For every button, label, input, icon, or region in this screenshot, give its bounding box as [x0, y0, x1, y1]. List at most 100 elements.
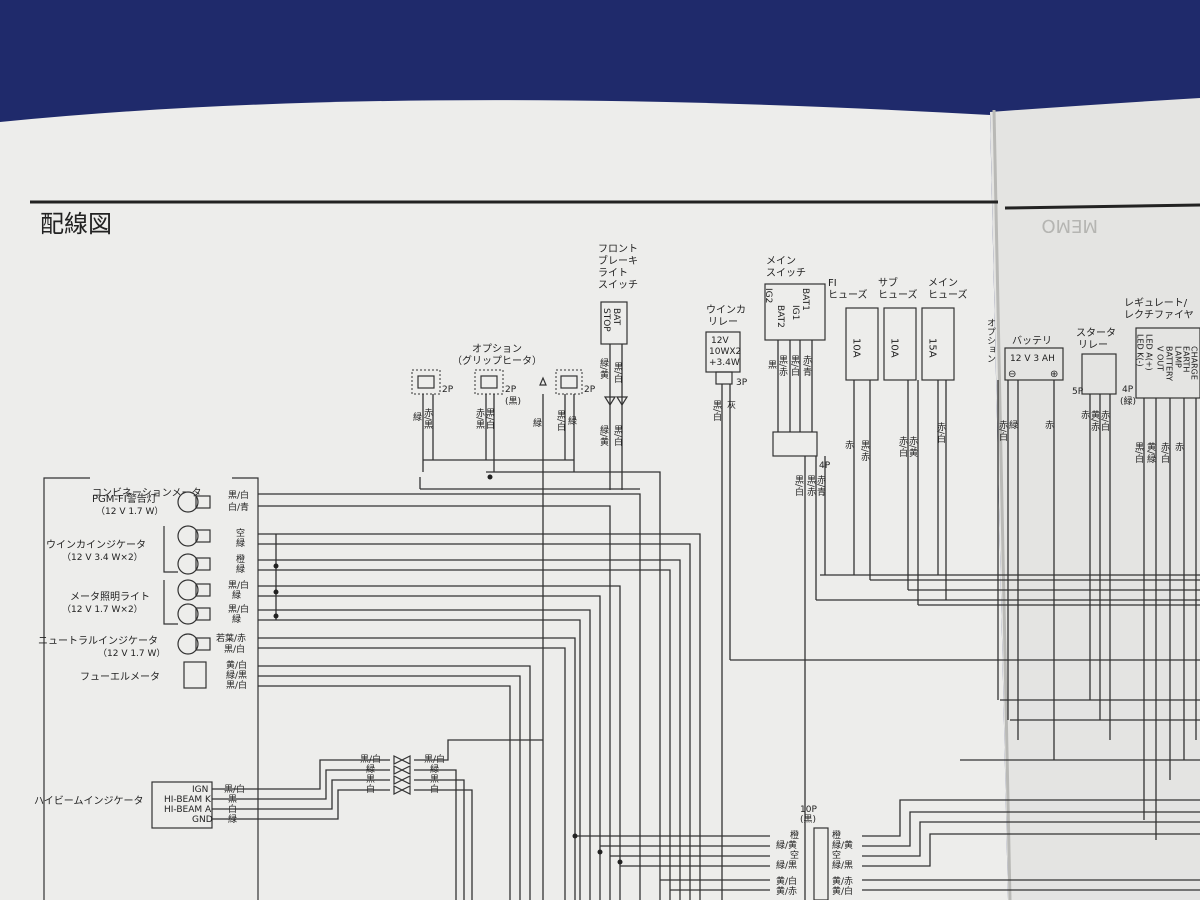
connector-10p: 10P (黒) 橙 緑/黄 空 緑/黒 黄/白 黄/赤 橙 緑/黄 空 緑/黒 … — [572, 699, 1200, 900]
main-switch-terminal-1: IG2 — [763, 288, 773, 303]
memo-label-mirrored: MEMO — [1041, 215, 1098, 236]
main-switch-wire-6: 黒/赤 — [805, 475, 816, 496]
highbeam-wire-r4: 白 — [430, 783, 439, 795]
meter-item-5-wire-1: 黄/白 — [226, 659, 247, 671]
option-wire-2: 赤/黒 — [422, 408, 433, 430]
front-brake-wire-1: 緑/黄 — [598, 357, 609, 380]
meter-item-2-spec: （12 V 3.4 W×2） — [62, 552, 143, 563]
sub-fuse-label-1: サブ — [878, 276, 898, 289]
main-switch-label-1: メイン — [766, 256, 796, 267]
option-wire-4: 黒/白 — [484, 408, 495, 429]
front-brake-wire-4: 黒/白 — [612, 425, 623, 446]
meter-item-1-wire-2: 白/青 — [228, 501, 249, 513]
c10p-right-6: 黄/白 — [832, 885, 853, 897]
regulator-wire-1: 黒/白 — [1133, 442, 1144, 463]
regulator-terminal-5: LAMP — [1174, 346, 1183, 368]
main-switch-body — [764, 283, 826, 341]
highbeam-wire-r2: 緑 — [430, 763, 439, 775]
fuse-group: FI ヒューズ サブ ヒューズ メイン ヒューズ 10A 10A 15A 赤 黒… — [828, 276, 968, 605]
main-switch-terminal-3: IG1 — [790, 305, 800, 320]
c10p-right-2: 緑/黄 — [832, 839, 853, 851]
fi-fuse-label-2: ヒューズ — [828, 288, 868, 301]
highbeam-connector — [393, 755, 411, 795]
option-conn-2-color: (黒) — [505, 396, 521, 407]
regulator-wire-2: 黄/緑 — [1145, 441, 1156, 463]
meter-item-2-wire-4: 緑 — [236, 563, 245, 575]
c10p-left-4: 緑/黒 — [776, 859, 797, 871]
battery-wire-1: 赤/白 — [997, 420, 1008, 441]
battery-minus: ⊖ — [1008, 369, 1016, 380]
c10p-left-3: 空 — [790, 849, 799, 861]
meter-item-3-wire-2: 緑 — [232, 589, 241, 601]
meter-item-1-name: PGM-FI警告灯 — [92, 492, 157, 505]
fi-fuse-body — [845, 307, 879, 381]
main-switch-wire-5: 黒/白 — [793, 475, 804, 496]
sub-fuse-body — [883, 307, 917, 381]
option-right-label: オプション — [985, 318, 996, 363]
sub-fuse-rating: 10A — [889, 338, 900, 358]
combination-meter-title: コンビネーションメータ — [92, 487, 202, 499]
highbeam-body — [151, 781, 213, 829]
regulator-terminal-7: CHARGE — [1190, 346, 1199, 380]
winker-relay-label-1: ウインカ — [706, 304, 746, 316]
front-brake-wire-2: 黒/白 — [612, 362, 623, 383]
highbeam-wire-m4: 白 — [366, 783, 375, 795]
highbeam-terminal-1: IGN — [192, 785, 208, 795]
front-brake-terminal-bat: BAT — [611, 308, 621, 326]
main-fuse-rating: 15A — [927, 338, 938, 358]
main-fuse-label-1: メイン — [928, 278, 958, 289]
regulator-terminal-3: V OUT — [1156, 346, 1165, 371]
c10p-right-5: 黄/赤 — [832, 875, 853, 887]
highbeam-terminal-2: HI-BEAM K — [164, 795, 212, 805]
fuse-wire-2: 黒/赤 — [859, 440, 870, 461]
winker-relay-wire-1: 黒/白 — [711, 400, 722, 421]
winker-relay-spec-2: 10WX2 — [709, 347, 741, 357]
option-right: オプション — [985, 318, 1009, 720]
regulator-label-2: レクチファイヤ — [1124, 309, 1194, 321]
connector-10p-label: 10P — [800, 805, 817, 815]
meter-item-4-spec: （12 V 1.7 W） — [98, 648, 165, 659]
starter-relay-label-2: リレー — [1078, 340, 1108, 351]
battery-wire-2: 緑 — [1007, 419, 1018, 429]
regulator-connector-color: (緑) — [1120, 395, 1136, 407]
main-switch-wire-3: 黒/白 — [789, 355, 800, 376]
meter-item-1-spec: （12 V 1.7 W） — [96, 506, 163, 517]
c10p-left-6: 黄/赤 — [776, 885, 797, 897]
front-brake-wire-3: 緑/黄 — [598, 424, 609, 447]
battery-body — [1004, 347, 1064, 381]
meter-item-4-name: ニュートラルインジケータ — [38, 635, 158, 647]
meter-wire-harness — [258, 493, 1200, 900]
main-switch: メイン スイッチ IG2 BAT2 IG1 BAT1 黒 黒/赤 黒/白 赤/青… — [763, 256, 831, 900]
option-grip-heater: オプション （グリップヒータ） 2P 2P (黒) 2P 緑 赤/黒 赤/黒 黒… — [411, 343, 661, 900]
regulator-terminal-6: EARTH — [1182, 346, 1191, 372]
sub-fuse-label-2: ヒューズ — [878, 288, 918, 301]
connector-10p-body — [813, 827, 829, 900]
meter-item-5-wire-3: 黒/白 — [226, 679, 247, 691]
main-switch-terminal-4: BAT1 — [800, 288, 810, 311]
fuse-wire-3: 赤/白 — [897, 436, 908, 457]
main-switch-wire-1: 黒 — [766, 360, 777, 370]
c10p-left-5: 黄/白 — [776, 875, 797, 887]
main-switch-label-2: スイッチ — [766, 267, 806, 279]
combination-meter: コンビネーションメータ PGM-FI警告灯 （12 V 1.7 W） 黒/白 白… — [38, 477, 259, 900]
starter-wire-2: 黄/赤 — [1089, 409, 1100, 431]
regulator-terminal-4: BATTERY — [1165, 346, 1174, 381]
option-wire-6: 黒/白 — [555, 410, 566, 431]
option-grip-label: オプション — [472, 343, 522, 355]
option-conn-2: 2P — [505, 385, 517, 395]
main-fuse-label-2: ヒューズ — [928, 288, 968, 301]
highbeam-terminal-3: HI-BEAM A — [164, 805, 212, 815]
fuse-wire-5: 赤/白 — [935, 422, 946, 443]
highbeam-wire-m1: 黒/白 — [360, 753, 381, 765]
option-conn-3: 2P — [584, 385, 596, 395]
meter-item-3-spec: （12 V 1.7 W×2） — [62, 604, 143, 615]
meter-item-2-name: ウインカインジケータ — [46, 539, 146, 551]
fuse-wire-4: 赤/黄 — [907, 436, 918, 458]
meter-item-3-wire-4: 緑 — [232, 613, 241, 625]
starter-relay-connector: 5P — [1072, 387, 1084, 397]
highbeam-indicator: ハイビームインジケータ IGN HI-BEAM K HI-BEAM A GND … — [34, 739, 543, 900]
regulator-body — [1135, 327, 1200, 399]
option-wire-7: 緑 — [566, 415, 577, 425]
meter-item-2-wire-1: 空 — [236, 527, 245, 539]
header-rule-right — [1004, 203, 1200, 210]
